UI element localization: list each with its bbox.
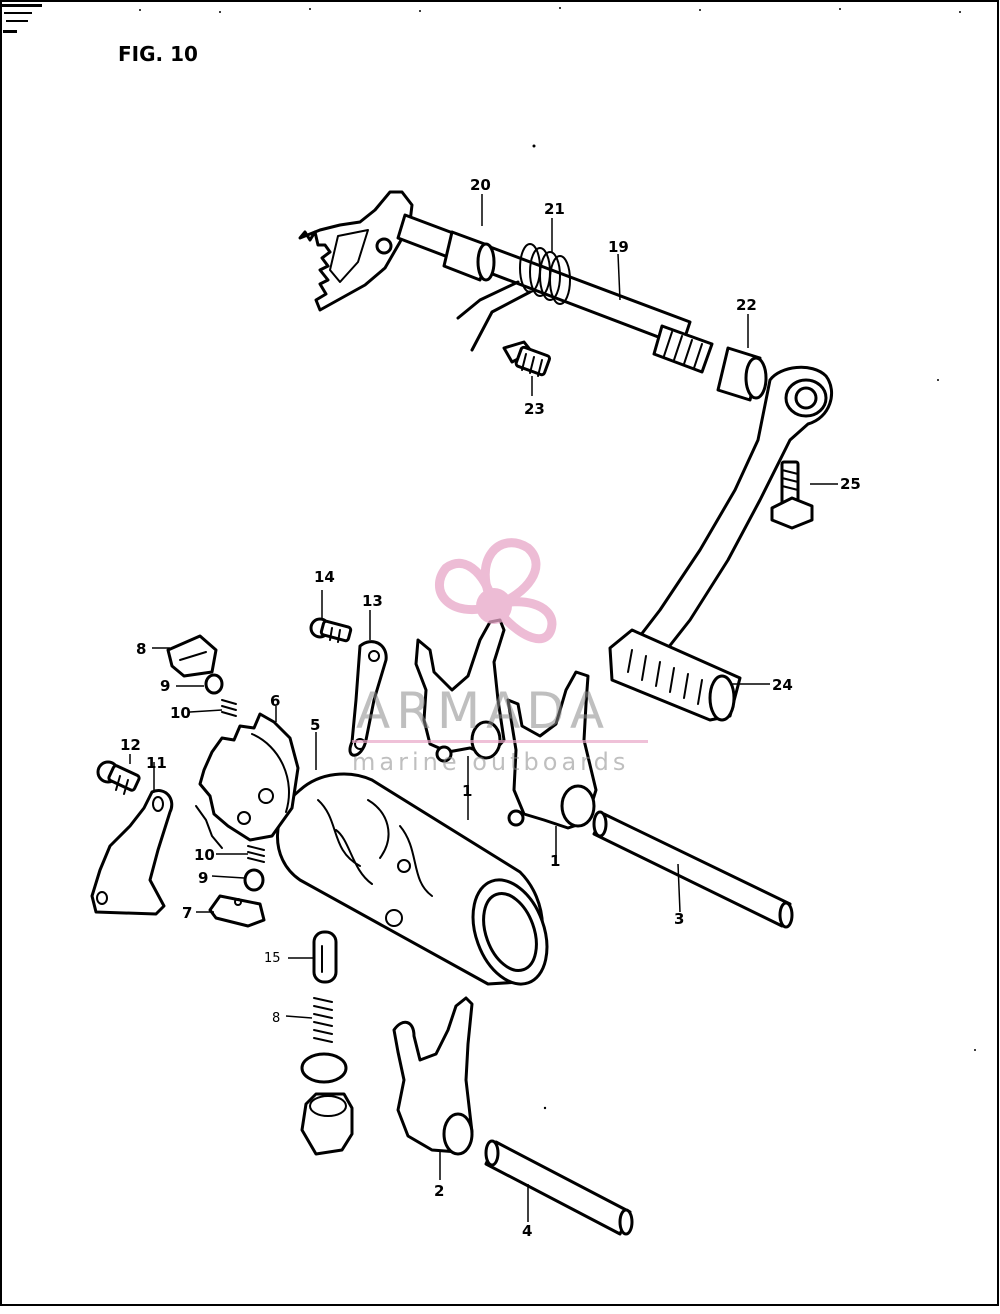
callout-11: 11	[146, 754, 167, 772]
callout-20: 20	[470, 176, 491, 194]
watermark: ARMADA marine outboards	[352, 538, 648, 776]
gear-teeth-edge	[195, 805, 223, 849]
drum-cam-grooves	[317, 799, 433, 897]
fork-bore	[442, 1112, 474, 1156]
o-ring	[300, 1052, 348, 1084]
shaft-splined-end	[652, 324, 714, 374]
callout-2: 2	[434, 1182, 444, 1200]
oil-seal-face	[744, 356, 768, 400]
shift-fork-middle	[506, 670, 598, 830]
callout-9-upper: 9	[160, 677, 170, 695]
propeller-logo	[435, 538, 557, 644]
gear-rim	[251, 733, 290, 813]
scan-noise	[2, 4, 976, 1110]
fork-shaft-short	[484, 1139, 634, 1236]
callout-4: 4	[522, 1222, 532, 1240]
callout-1-middle: 1	[550, 852, 560, 870]
pedal-rubber-end	[708, 674, 736, 722]
callout-10-lower: 10	[194, 846, 215, 864]
callout-15: 15	[264, 951, 281, 966]
cam-stopper-spring	[247, 845, 265, 863]
gear-shift-shaft-assembly	[298, 190, 768, 402]
lever-clamp-hole	[794, 386, 818, 410]
drum-end-bore	[482, 892, 538, 972]
guide-plate-hole	[368, 650, 380, 662]
figure-title: FIG. 10	[118, 42, 198, 66]
watermark-rule	[352, 740, 648, 743]
callout-7: 7	[182, 904, 192, 922]
callout-9-lower: 9	[198, 869, 208, 887]
plate-hole	[96, 891, 108, 905]
fork-guide-pin	[507, 809, 525, 827]
cam-stopper-plate	[90, 789, 174, 916]
shift-arm-plate	[298, 190, 414, 312]
lever-clamp-bore	[784, 378, 828, 418]
bushing-face	[476, 242, 496, 282]
callout-21: 21	[544, 200, 565, 218]
return-spring-coil	[539, 251, 561, 301]
lever-pinch-bolt	[770, 460, 814, 530]
callout-22: 22	[736, 296, 757, 314]
callout-13: 13	[362, 592, 383, 610]
shift-cam-drum	[276, 772, 549, 986]
callout-6: 6	[270, 692, 280, 710]
neutral-spring	[313, 997, 333, 1043]
watermark-tagline: marine outboards	[352, 748, 629, 776]
plate-screw	[96, 760, 141, 795]
callout-23: 23	[524, 400, 545, 418]
callout-14: 14	[314, 568, 335, 586]
shift-arm-pin	[375, 237, 393, 255]
shift-arm-window	[329, 229, 369, 283]
callout-3: 3	[674, 910, 684, 928]
guide-plate-screw	[309, 617, 353, 643]
pawl-pin	[204, 673, 224, 695]
cam-stopper-pin	[243, 868, 265, 892]
stopper-bolt	[502, 340, 551, 377]
watermark-brand: ARMADA	[356, 682, 610, 740]
cam-stopper	[208, 894, 266, 928]
pawl-spring	[221, 699, 237, 717]
switch-plug	[300, 1092, 354, 1156]
drum-hole	[397, 859, 411, 873]
shift-shaft	[396, 213, 692, 348]
callout-25: 25	[840, 475, 861, 493]
drum-end-face	[471, 878, 549, 986]
callout-8-lower: 8	[272, 1011, 280, 1026]
plate-hole	[152, 796, 164, 812]
callout-8: 8	[136, 640, 146, 658]
callout-19: 19	[608, 238, 629, 256]
shift-pawl	[166, 634, 218, 678]
fork-shaft-long	[592, 810, 794, 929]
leader-lines	[129, 194, 838, 1222]
return-spring-coil	[549, 255, 571, 305]
callout-10-upper: 10	[170, 704, 191, 722]
callout-1-upper: 1	[462, 782, 472, 800]
drum-hole	[385, 909, 403, 927]
neutral-contact-pin	[312, 930, 338, 984]
gear-pin-hole	[258, 788, 274, 804]
return-spring-arms	[456, 280, 532, 352]
callout-12: 12	[120, 736, 141, 754]
shift-fork-lower	[392, 996, 474, 1156]
guide-plate-hole	[354, 738, 366, 750]
pedal-grip-ribs	[627, 649, 703, 705]
gear-shift-lever	[608, 365, 834, 722]
fork-guide-pin	[435, 745, 453, 763]
gear-pin-hole	[237, 811, 251, 825]
shift-lever-arm	[638, 365, 834, 652]
fork-bore	[560, 784, 596, 828]
callout-labels: 20 21 19 22 23 25 24 14 13 8 9 10 6 5 12…	[120, 176, 861, 1240]
cam-driven-gear	[195, 712, 300, 849]
callout-24: 24	[772, 676, 793, 694]
callout-5: 5	[310, 716, 320, 734]
